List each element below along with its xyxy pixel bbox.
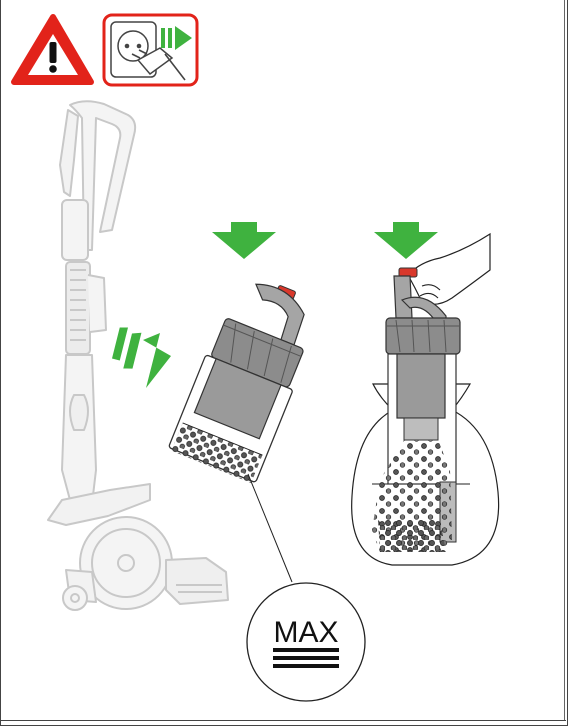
down-arrow-icon-right — [374, 222, 438, 259]
down-arrow-icon-left — [212, 222, 276, 259]
tilted-bin-illustration — [168, 269, 328, 484]
max-callout-line-2 — [238, 482, 288, 584]
unplug-socket-icon — [104, 15, 197, 85]
max-callout-line — [248, 474, 292, 582]
bin-emptying-illustration — [352, 234, 499, 565]
max-level-line — [273, 664, 339, 668]
upright-vacuum-outline — [48, 101, 228, 610]
max-level-line — [273, 656, 339, 660]
max-level-badge: MAX — [247, 583, 365, 701]
motion-arrow-icon — [112, 326, 171, 388]
warning-triangle-icon — [14, 17, 91, 82]
max-level-line — [273, 648, 339, 652]
max-label: MAX — [273, 616, 338, 649]
